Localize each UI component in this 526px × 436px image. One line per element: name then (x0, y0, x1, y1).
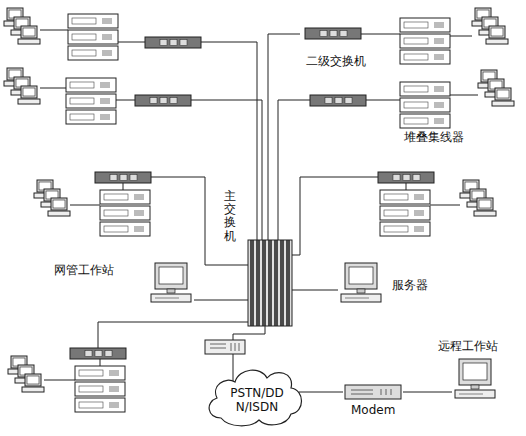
stack-hub (75, 366, 125, 412)
switch-icon (310, 95, 366, 106)
wan-cloud: PSTN/DD N/ISDN (203, 362, 307, 428)
main-switch: 主交换机 (248, 240, 292, 326)
switch-icon (378, 172, 434, 183)
node-icon (148, 262, 194, 306)
stack-hub (68, 14, 118, 60)
monitor-icon (151, 263, 191, 302)
workstations (4, 68, 40, 104)
workstations (478, 70, 514, 106)
switch-icon (135, 95, 191, 106)
node-icon (338, 262, 384, 306)
network-link (292, 290, 338, 291)
cloud-shape (209, 370, 301, 426)
secondary-switch: 二级交换机 (300, 24, 372, 68)
modem-detail (351, 389, 391, 395)
hub-group (66, 14, 450, 412)
switch-icon (70, 348, 126, 359)
network-link (268, 34, 300, 240)
switch-icon (305, 28, 361, 39)
modem: Modem (343, 383, 403, 417)
stack-hub (100, 190, 150, 236)
node-label: Modem (351, 403, 395, 417)
main-switch-body (248, 240, 292, 326)
monitor-icon (341, 263, 381, 302)
workstations (460, 180, 496, 216)
stack-hub (400, 18, 450, 64)
workstations (472, 8, 508, 44)
router-icon (205, 340, 245, 354)
stack-hub (66, 78, 116, 124)
router-detail (210, 343, 239, 351)
node-label: 远程工作站 (438, 339, 498, 353)
switch-icon (145, 37, 201, 48)
workstation-group (4, 8, 514, 392)
node-label: PSTN/DD N/ISDN (225, 386, 289, 414)
network-wires (40, 30, 478, 380)
admin-workstation: 网管工作站 (148, 262, 194, 306)
remote-workstation: 远程工作站 (452, 358, 498, 402)
node-label: 二级交换机 (306, 54, 366, 68)
stack-hub: 堆叠集线器 (398, 80, 470, 144)
router-body (205, 340, 245, 354)
node-label: 主交换机 (224, 190, 236, 243)
switch-group (70, 37, 434, 359)
workstations (8, 356, 44, 392)
network-link (403, 392, 452, 393)
switch-icon (95, 172, 151, 183)
workstations (4, 8, 40, 44)
node-icon (248, 240, 292, 326)
stack-hub-icon (400, 82, 450, 128)
modem-body (345, 385, 401, 399)
workstations (34, 180, 70, 216)
monitor-icon (455, 359, 495, 398)
network-link (299, 392, 343, 393)
node-label: 网管工作站 (54, 263, 114, 277)
node-icon (452, 358, 498, 402)
server: 服务器 (338, 262, 384, 306)
stack-hub (380, 190, 430, 236)
network-link (194, 300, 248, 301)
node-label: 堆叠集线器 (404, 130, 464, 144)
node-label: 服务器 (392, 278, 428, 292)
